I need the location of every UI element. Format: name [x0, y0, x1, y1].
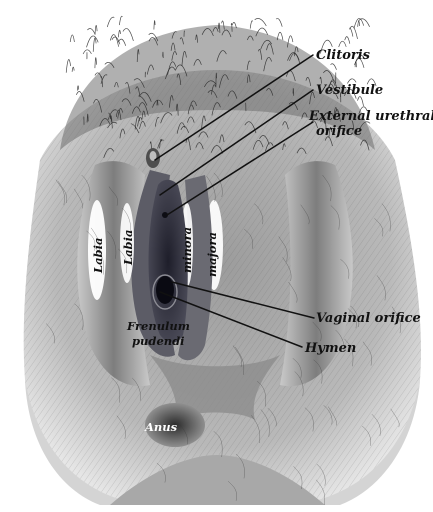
- label-frenulum-line2: pudendi: [132, 334, 185, 348]
- hair-strand: [123, 29, 133, 41]
- vaginal-orifice: [153, 275, 177, 309]
- hair-strand: [95, 58, 97, 68]
- label-urethral-line2: orifice: [316, 124, 362, 139]
- hair-strand: [87, 36, 99, 47]
- label-labia-majora-left: Labia: [91, 238, 105, 274]
- hair-strand: [276, 18, 282, 26]
- hair-strand: [354, 18, 364, 28]
- label-vaginal-orifice: Vaginal orifice: [316, 311, 421, 326]
- label-vestibule: Vestibule: [316, 83, 383, 98]
- label-labia-minora-right: minora: [180, 227, 194, 273]
- label-anus: Anus: [144, 420, 178, 434]
- label-labia-majora-right: majora: [205, 232, 219, 277]
- hair-strand: [118, 30, 120, 37]
- hair-strand: [93, 38, 96, 52]
- hair-strand: [349, 28, 353, 36]
- hair-strand: [107, 17, 114, 27]
- label-frenulum-line1: Frenulum: [126, 319, 190, 333]
- hair-strand: [345, 37, 350, 44]
- label-clitoris: Clitoris: [316, 48, 371, 63]
- hair-strand: [350, 26, 358, 39]
- hair-strand: [250, 21, 253, 29]
- hair-strand: [255, 19, 267, 26]
- label-labia-minora-left: Labia: [121, 230, 135, 266]
- hair-strand: [331, 64, 337, 70]
- hair-strand: [72, 67, 74, 72]
- hair-strand: [87, 29, 95, 34]
- hair-strand: [358, 21, 360, 27]
- hair-strand: [77, 86, 78, 91]
- hair-strand: [66, 60, 70, 73]
- hair-strand: [95, 25, 97, 34]
- hair-strand: [110, 35, 118, 47]
- label-hymen: Hymen: [304, 341, 356, 356]
- hair-strand: [339, 41, 347, 47]
- label-urethral-line1: External urethral: [308, 109, 433, 124]
- hair-strand: [70, 35, 74, 42]
- hair-strand: [119, 16, 122, 25]
- hair-strand: [154, 21, 155, 30]
